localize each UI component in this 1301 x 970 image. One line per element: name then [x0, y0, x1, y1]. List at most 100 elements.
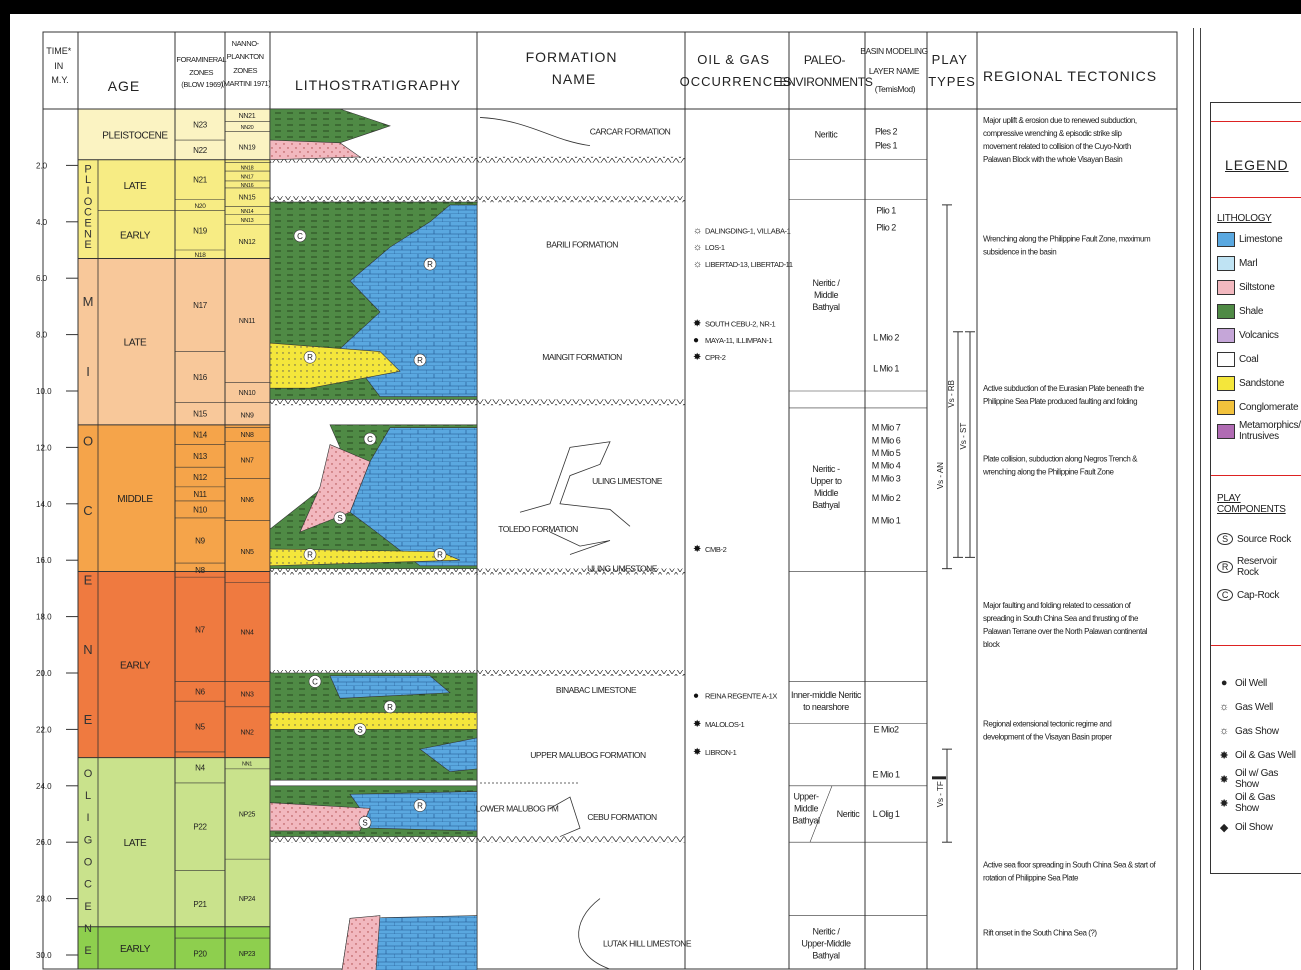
tectonics-line: Active subduction of the Eurasian Plate … [983, 384, 1145, 393]
time-tick-label: 2.0 [36, 161, 48, 170]
legend-swatch [1217, 255, 1235, 271]
header-play: PLAY TYPES [928, 52, 976, 89]
occurrence-label: LIBERTAD-13, LIBERTAD-11 [705, 260, 793, 269]
play-type-marker [932, 776, 946, 780]
nanno-zone-label: NN11 [239, 318, 256, 325]
formation-boundary [519, 441, 631, 527]
legend-play-label: Cap-Rock [1237, 589, 1280, 601]
tectonics-text: Major faulting and folding related to ce… [983, 601, 1148, 649]
legend-symbol-item: ✸Oil w/ Gas Show [1217, 768, 1301, 790]
legend-lithology-item: Shale [1217, 303, 1263, 319]
age-band [78, 159, 270, 259]
tectonics-line: spreading in South China Sea and thrusti… [983, 614, 1139, 623]
legend-symbol-icon: ☼ [1219, 725, 1229, 737]
paleo-env-line: Bathyal [812, 500, 840, 510]
formation-boundary [549, 531, 611, 555]
tectonics-line: wrenching along the Philippine Fault Zon… [982, 468, 1115, 477]
foram-zone-label: N7 [195, 625, 205, 634]
tectonics-line: Philippine Sea Plate produced faulting a… [983, 397, 1137, 406]
legend-lithology-item: Limestone [1217, 231, 1283, 247]
litho-siltstone [299, 444, 371, 533]
occurrence-label: LOS-1 [705, 243, 725, 252]
tectonics-line: rotation of Philippine Sea Plate [983, 874, 1079, 883]
age-band [78, 571, 270, 758]
legend-lithology-item: Sandstone [1217, 375, 1284, 391]
basin-layer-label: L Olig 1 [873, 809, 900, 819]
litho-limestone [419, 737, 478, 773]
nanno-zone-label: NN18 [241, 165, 254, 171]
formation-boundary [549, 796, 581, 837]
paleo-env-line: Middle [814, 488, 839, 498]
formation-name: CEBU FORMATION [587, 812, 657, 822]
time-tick-label: 10.0 [36, 387, 52, 396]
foram-zone-label: N6 [195, 687, 205, 696]
nanno-zone-label: NN12 [239, 239, 256, 246]
time-tick-label: 22.0 [36, 725, 52, 734]
basin-layer-label: M Mio 4 [872, 461, 901, 471]
play-component-marker: S [358, 816, 372, 829]
formation-name: LUTAK HILL LIMESTONE [603, 939, 692, 949]
foram-zone-label: N14 [193, 431, 208, 440]
foram-zone-label: N9 [195, 536, 205, 545]
epoch-letter: M [83, 294, 94, 309]
epoch-letter: E [84, 217, 91, 229]
legend-symbol-label: Oil & Gas Well [1235, 749, 1296, 761]
marker-circle [413, 353, 427, 367]
tectonics-line: Major uplift & erosion due to renewed su… [983, 116, 1137, 125]
litho-siltstone [269, 139, 361, 161]
epoch-letter: O [84, 857, 93, 869]
marker-label: R [417, 356, 423, 365]
marker-label: S [337, 514, 342, 523]
legend-lithology-label: Coal [1239, 353, 1259, 365]
formation-name: ULING LIMESTONE [592, 476, 663, 486]
play-component-marker: R [433, 548, 447, 561]
foram-zone-label: P22 [193, 823, 207, 832]
legend-lithology-item: Metamorphics/ Intrusives [1217, 420, 1301, 442]
header-nanno: NANNO- PLANKTON ZONES (MARTINI 1971) [222, 39, 272, 88]
occurrence-label: MAYA-11, ILLIMPAN-1 [705, 336, 773, 345]
formation-boundary [479, 117, 591, 147]
paleo-env-line: Bathyal [812, 951, 840, 961]
tectonics-line: Plate collision, subduction along Negros… [983, 455, 1138, 464]
nanno-zone-label: NP25 [239, 812, 256, 819]
legend-swatch [1217, 231, 1235, 247]
foram-zone-label: N15 [193, 410, 208, 419]
paleo-env-line: Bathyal [792, 815, 820, 825]
epoch-letter: N [84, 923, 92, 935]
foram-zone-label: N20 [194, 203, 206, 210]
paleo-diagonal [809, 785, 833, 843]
legend-swatch [1217, 399, 1235, 415]
marker-label: R [387, 703, 393, 712]
tectonics-line: block [983, 640, 1001, 649]
epoch-letter: P [84, 163, 91, 175]
play-component-marker: S [353, 723, 367, 736]
play-component-marker: R [423, 257, 437, 271]
occurrence-label: CMB-2 [705, 545, 727, 554]
nanno-zone-label: NN1 [242, 762, 252, 768]
marker-circle [303, 548, 317, 561]
epoch-letter: I [86, 812, 89, 824]
age-band [78, 757, 270, 927]
column-headers: TIME* IN M.Y. AGE FORAMINERAL ZONES (BLO… [46, 39, 1156, 94]
header-foram: FORAMINERAL ZONES (BLOW 1969) [176, 55, 227, 89]
marker-circle [363, 432, 377, 446]
tectonics-text: Plate collision, subduction along Negros… [982, 455, 1138, 477]
occurrence-symbol: ✸ [693, 544, 701, 555]
foram-zone-label: P21 [193, 900, 207, 909]
paleo-env-line: to nearshore [803, 702, 849, 712]
occurrence-symbol: ✸ [693, 719, 701, 730]
legend-lithology-item: Volcanics [1217, 327, 1279, 343]
legend-lithology-label: Volcanics [1239, 329, 1279, 341]
basin-layer-label: Plio 1 [876, 206, 896, 216]
unconformity-line [270, 836, 685, 843]
tectonics-text: Wrenching along the Philippine Fault Zon… [983, 235, 1151, 257]
play-type-label: Vs - AN [936, 462, 945, 489]
nanno-zone-label: NN9 [240, 412, 254, 419]
age-band [78, 424, 270, 572]
nanno-zone-label: NN20 [241, 125, 254, 131]
occurrence-symbol: ● [693, 691, 699, 702]
time-tick-label: 24.0 [36, 782, 52, 791]
